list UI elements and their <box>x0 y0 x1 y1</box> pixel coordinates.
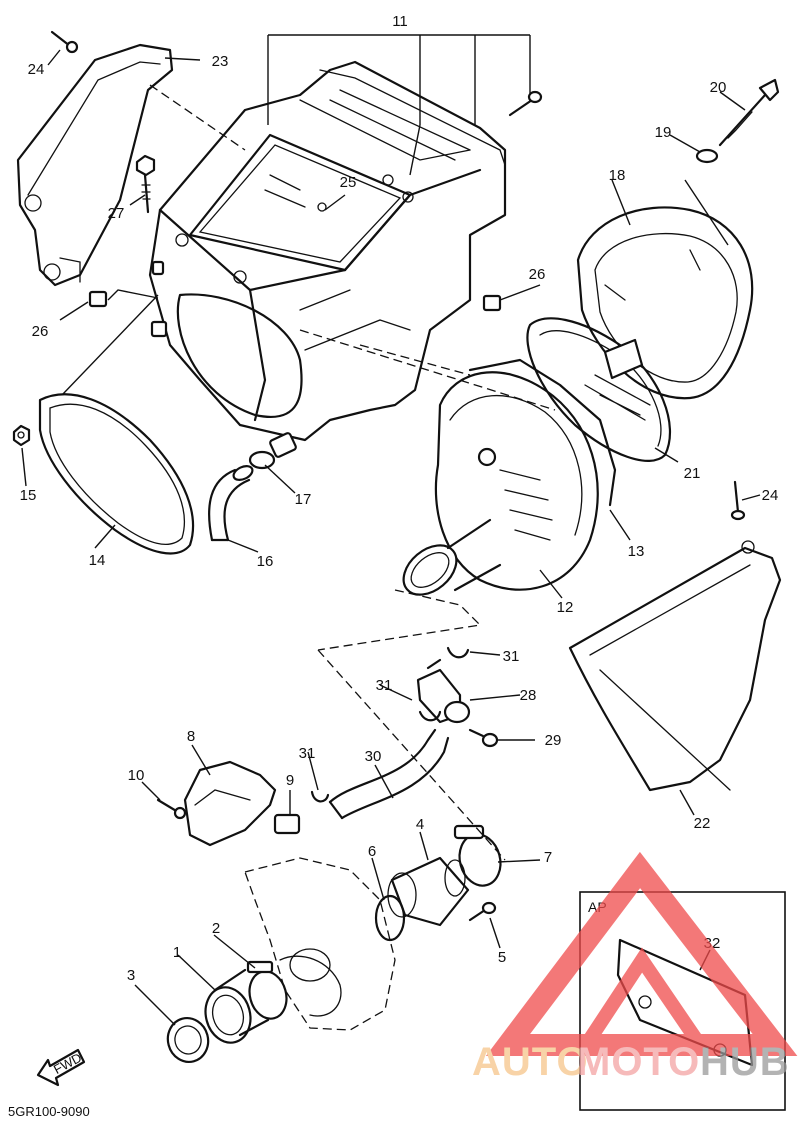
callout-24-right: 24 <box>762 487 779 504</box>
gasket <box>38 393 195 555</box>
clip <box>418 710 442 722</box>
callout-11: 11 <box>392 13 408 30</box>
assembly-line <box>359 344 471 376</box>
breather-valve <box>416 658 471 724</box>
callout-22: 22 <box>694 815 711 832</box>
callout-4: 4 <box>416 816 424 833</box>
callout-10: 10 <box>128 767 145 784</box>
watermark-text-hub: HUB <box>700 1040 790 1084</box>
nut <box>12 424 31 447</box>
callout-9: 9 <box>286 772 294 789</box>
air-duct-cover <box>568 540 782 792</box>
callout-27: 27 <box>108 205 125 222</box>
fwd-label: FWD <box>51 1050 84 1077</box>
joint-bolt <box>468 901 497 922</box>
assembly-line <box>684 179 729 246</box>
callout-2: 2 <box>212 920 220 937</box>
callout-12: 12 <box>557 599 574 616</box>
intake-joint <box>204 968 270 1044</box>
breather-hose <box>208 465 254 542</box>
bracket-screw <box>156 798 187 820</box>
forward-arrow-icon: FWD <box>36 1048 86 1087</box>
callout-14: 14 <box>89 552 106 569</box>
callout-17: 17 <box>295 491 312 508</box>
callout-1: 1 <box>173 944 181 961</box>
carburetor <box>244 857 396 1031</box>
element-holder <box>434 358 617 591</box>
assembly-line <box>317 589 482 651</box>
air-box-housing <box>148 60 507 442</box>
callout-16: 16 <box>257 553 274 570</box>
callout-numbers: 1 2 3 4 5 6 7 8 9 10 11 12 13 14 15 16 1… <box>20 13 779 984</box>
assembly-line <box>61 294 159 396</box>
outer-clamp <box>166 1017 210 1063</box>
assembly-line <box>107 289 159 301</box>
watermark-text-auto: AUTO <box>472 1040 589 1084</box>
callout-23: 23 <box>212 53 229 70</box>
side-cover-bracket <box>16 43 174 287</box>
clip-nut-left <box>88 290 108 308</box>
callout-24: 24 <box>28 61 45 78</box>
callout-30: 30 <box>365 748 382 765</box>
small-bolt <box>468 728 499 748</box>
callout-31-lower: 31 <box>299 745 316 762</box>
callout-26: 26 <box>32 323 49 340</box>
callout-7: 7 <box>544 849 552 866</box>
bolt <box>135 154 156 214</box>
screw-right <box>730 480 746 521</box>
clip-nut-right <box>482 294 502 312</box>
watermark-inner-triangle <box>573 947 714 1052</box>
callout-26-right: 26 <box>529 266 546 283</box>
joint-clamp <box>453 824 502 887</box>
callout-3: 3 <box>127 967 135 984</box>
joint-gasket <box>374 894 406 942</box>
hose <box>328 728 450 820</box>
air-filter-element <box>526 317 672 462</box>
watermark-text-moto: MOTO <box>577 1040 700 1084</box>
filter-element-cover <box>576 206 754 400</box>
clip <box>446 646 470 659</box>
wing-bolt <box>718 78 780 147</box>
callout-19: 19 <box>655 124 672 141</box>
callout-20: 20 <box>710 79 727 96</box>
callout-21: 21 <box>684 465 701 482</box>
callout-15: 15 <box>20 487 37 504</box>
callout-18: 18 <box>609 167 626 184</box>
clip <box>310 790 330 803</box>
callout-25: 25 <box>340 174 357 191</box>
assembly-line <box>149 84 246 151</box>
callout-6: 6 <box>368 843 376 860</box>
hose-clamp <box>248 432 297 470</box>
callout-8: 8 <box>187 728 195 745</box>
callout-5: 5 <box>498 949 506 966</box>
assembly-line <box>299 329 556 411</box>
assembly-line <box>317 649 506 861</box>
callout-29: 29 <box>545 732 562 749</box>
callout-28: 28 <box>520 687 537 704</box>
callout-31-left: 31 <box>376 677 393 694</box>
leader-lines <box>21 34 761 1026</box>
carb-bracket <box>183 760 301 847</box>
screw-top <box>50 30 79 54</box>
carb-joint <box>387 856 470 927</box>
diagram-code: 5GR100-9090 <box>8 1104 90 1119</box>
washer <box>695 148 719 164</box>
intake-clamp <box>246 960 288 1020</box>
intake-boot <box>402 518 502 596</box>
housing-bolt <box>508 90 543 117</box>
callout-31: 31 <box>503 648 520 665</box>
watermark-logo: AUTO MOTO HUB <box>472 851 798 1084</box>
callout-13: 13 <box>628 543 645 560</box>
